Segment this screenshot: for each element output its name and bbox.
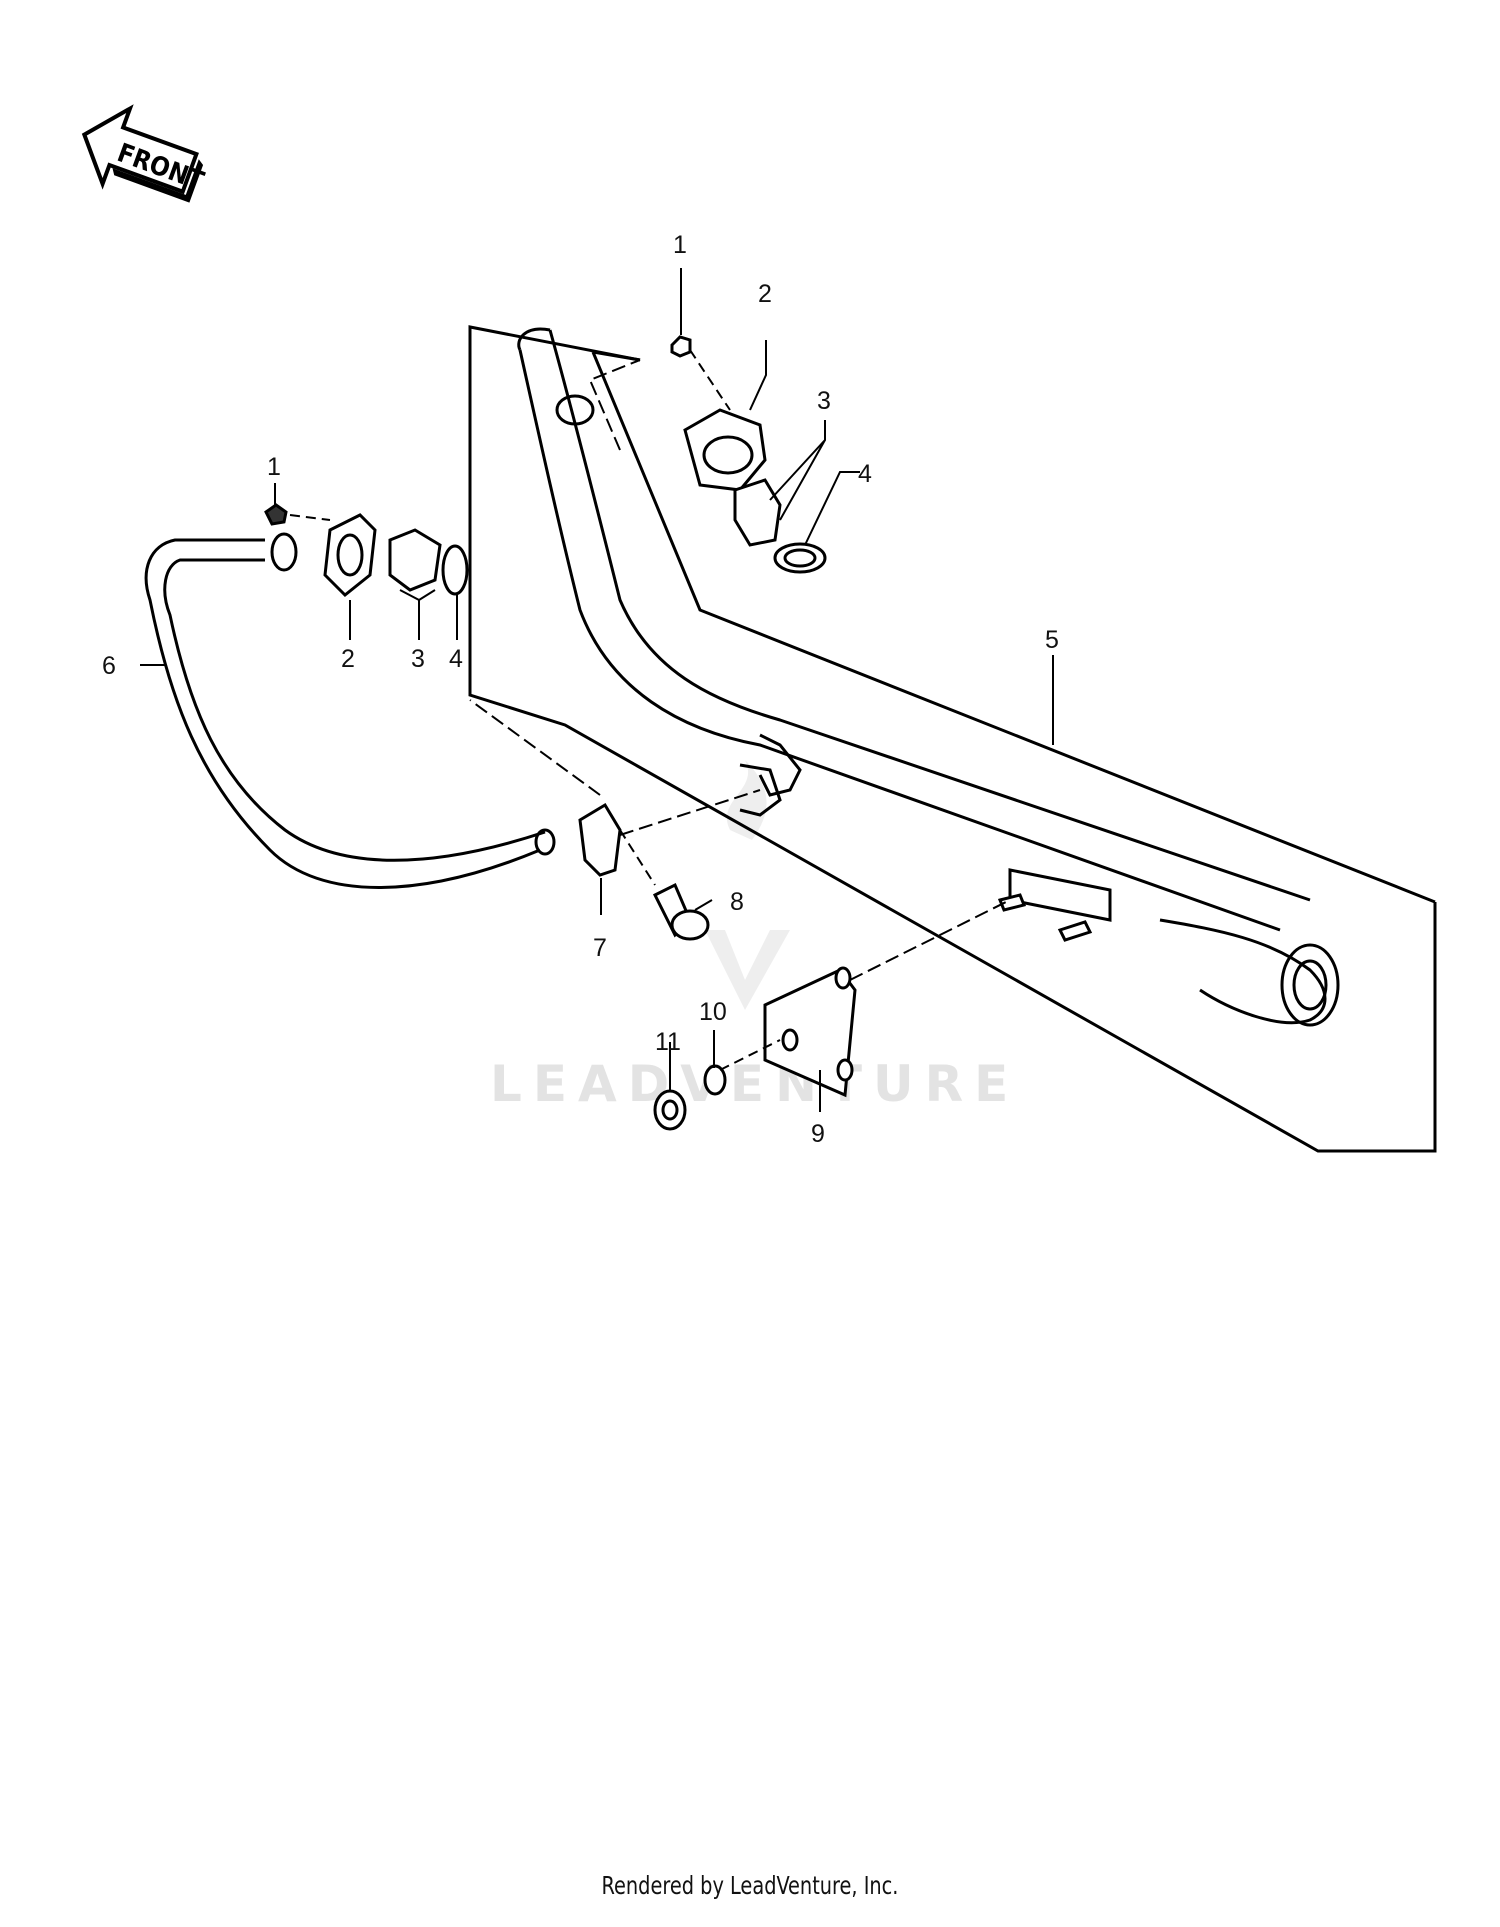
callout-5: 5	[1045, 626, 1059, 654]
watermark-text: LEADVENTURE	[490, 1055, 1019, 1113]
callout-3a: 3	[817, 387, 831, 415]
stud-icon	[1057, 920, 1093, 942]
bracket-icon	[763, 968, 857, 1098]
gasket-icon	[441, 544, 469, 596]
left-parts	[264, 503, 469, 598]
upper-parts	[670, 335, 827, 574]
clamp-icon	[578, 802, 622, 877]
collar-icon	[733, 478, 782, 547]
bracket-parts	[653, 893, 1093, 1131]
footer-credit: Rendered by LeadVenture, Inc.	[601, 1871, 899, 1900]
connecting-pipe	[144, 538, 556, 889]
stud-icon	[997, 893, 1027, 912]
callout-1b: 1	[267, 453, 281, 481]
callout-6: 6	[102, 652, 116, 680]
watermark: LEADVENTURE	[490, 760, 1019, 1113]
callout-2a: 2	[758, 280, 772, 308]
callout-1a: 1	[673, 231, 687, 259]
leader-lines	[140, 268, 1054, 1112]
callout-4a: 4	[858, 460, 872, 488]
collar-icon	[388, 528, 442, 592]
nut-icon	[670, 335, 692, 358]
front-arrow-icon: FRONT	[81, 104, 208, 203]
callout-3b: 3	[411, 645, 425, 673]
washer-icon	[703, 1064, 727, 1096]
callout-2b: 2	[341, 645, 355, 673]
callout-4b: 4	[449, 645, 463, 673]
muffler-group-outline	[468, 325, 1437, 1153]
muffler-pipe	[517, 327, 1340, 1027]
callout-10: 10	[699, 998, 727, 1026]
callout-11: 11	[655, 1028, 681, 1056]
clamp-and-bolt	[578, 802, 710, 941]
nut-icon	[264, 503, 288, 526]
callout-8: 8	[730, 888, 744, 916]
callout-labels: 1 2 3 4 1 2 3 4 5 6 7 8 9 10 11	[102, 231, 1059, 1148]
callout-9: 9	[811, 1120, 825, 1148]
callout-7: 7	[593, 934, 607, 962]
